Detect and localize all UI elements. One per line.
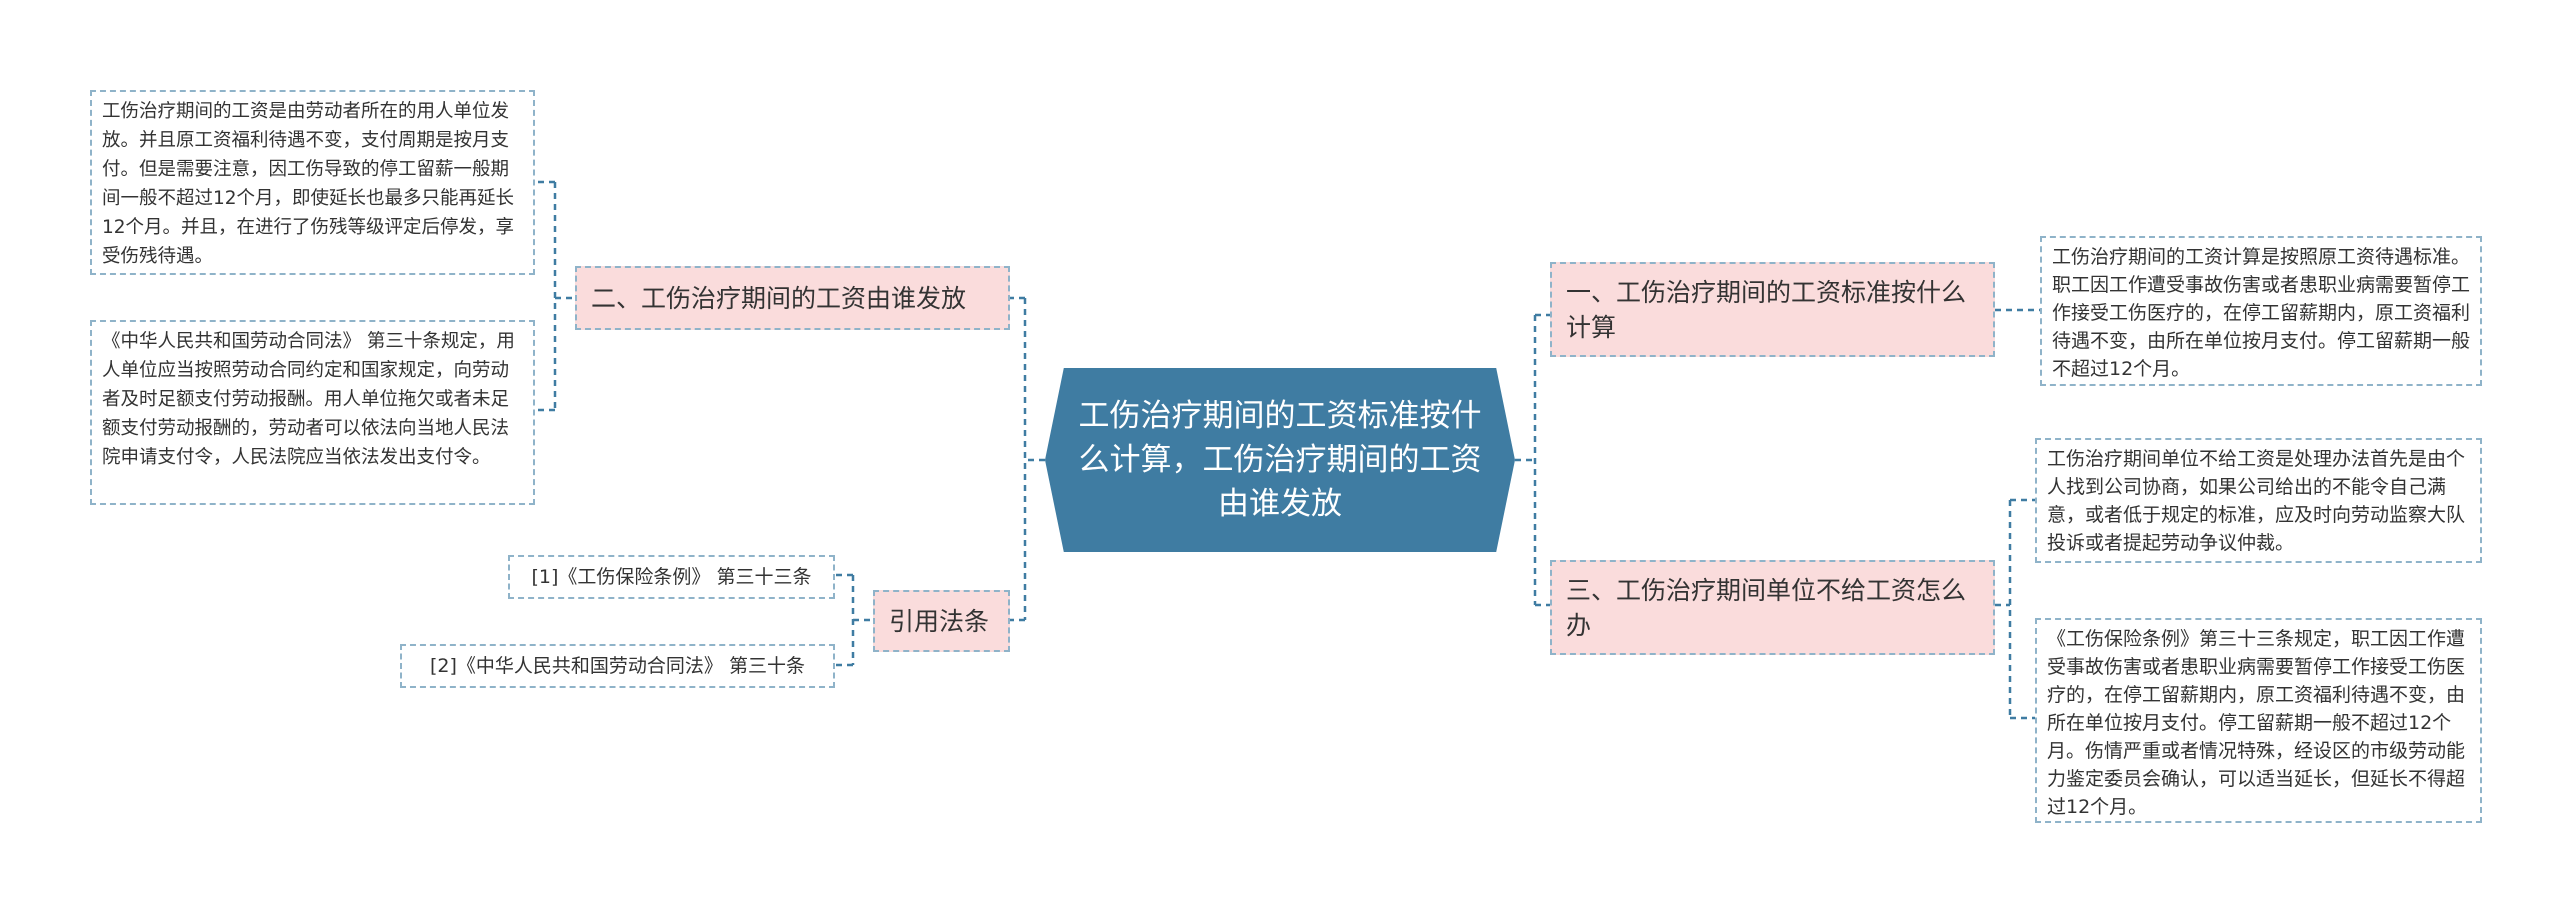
detail-text: 《中华人民共和国劳动合同法》 第三十条规定，用人单位应当按照劳动合同约定和国家规… (102, 331, 515, 468)
branch-label: 二、工伤治疗期间的工资由谁发放 (591, 283, 967, 313)
branch-node-salary-standard[interactable]: 一、工伤治疗期间的工资标准按什么计算 (1550, 262, 1995, 357)
central-topic[interactable]: 工伤治疗期间的工资标准按什么计算，工伤治疗期间的工资由谁发放 (1045, 368, 1515, 552)
citation-text: [1]《工伤保险条例》 第三十三条 (531, 566, 812, 588)
branch-node-cited-laws[interactable]: 引用法条 (873, 590, 1010, 652)
branch-node-salary-payer[interactable]: 二、工伤治疗期间的工资由谁发放 (575, 266, 1010, 330)
citation-item-2[interactable]: [2]《中华人民共和国劳动合同法》 第三十条 (400, 644, 835, 688)
detail-text: 工伤治疗期间的工资是由劳动者所在的用人单位发放。并且原工资福利待遇不变，支付周期… (102, 101, 515, 267)
detail-note-labor-contract-article: 《中华人民共和国劳动合同法》 第三十条规定，用人单位应当按照劳动合同约定和国家规… (90, 320, 535, 505)
branch-label: 三、工伤治疗期间单位不给工资怎么办 (1566, 575, 1967, 640)
detail-text: 工伤治疗期间单位不给工资是处理办法首先是由个人找到公司协商，如果公司给出的不能令… (2047, 448, 2466, 554)
detail-text: 《工伤保险条例》第三十三条规定，职工因工作遭受事故伤害或者患职业病需要暂停工作接… (2047, 628, 2466, 818)
citation-text: [2]《中华人民共和国劳动合同法》 第三十条 (430, 655, 805, 677)
detail-note-injury-insurance-article: 《工伤保险条例》第三十三条规定，职工因工作遭受事故伤害或者患职业病需要暂停工作接… (2035, 618, 2482, 823)
branch-node-unpaid-salary[interactable]: 三、工伤治疗期间单位不给工资怎么办 (1550, 560, 1995, 655)
citation-item-1[interactable]: [1]《工伤保险条例》 第三十三条 (508, 555, 835, 599)
detail-note-unpaid-salary-steps: 工伤治疗期间单位不给工资是处理办法首先是由个人找到公司协商，如果公司给出的不能令… (2035, 438, 2482, 563)
branch-label: 一、工伤治疗期间的工资标准按什么计算 (1566, 277, 1967, 342)
detail-text: 工伤治疗期间的工资计算是按照原工资待遇标准。职工因工作遭受事故伤害或者患职业病需… (2052, 246, 2471, 380)
detail-note-salary-standard: 工伤治疗期间的工资计算是按照原工资待遇标准。职工因工作遭受事故伤害或者患职业病需… (2040, 236, 2482, 386)
branch-label: 引用法条 (889, 606, 990, 636)
central-topic-label: 工伤治疗期间的工资标准按什么计算，工伤治疗期间的工资由谁发放 (1078, 398, 1482, 522)
detail-note-salary-payer: 工伤治疗期间的工资是由劳动者所在的用人单位发放。并且原工资福利待遇不变，支付周期… (90, 90, 535, 275)
